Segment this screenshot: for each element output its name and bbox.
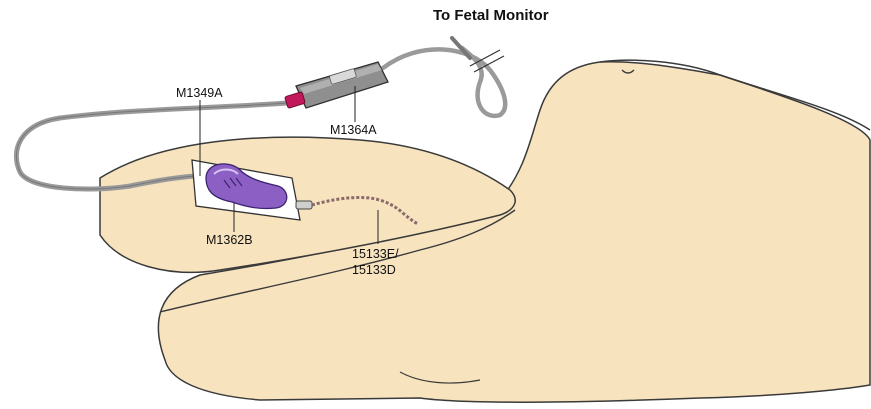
- label-15133e: 15133E/: [352, 247, 399, 261]
- connector-pink: [285, 92, 306, 109]
- adapter-m1364a: [296, 62, 388, 108]
- pad-connector: [296, 201, 312, 209]
- label-m1349a: M1349A: [176, 86, 223, 100]
- cable-end: [452, 38, 470, 58]
- label-m1364a: M1364A: [330, 123, 377, 137]
- cable-to-monitor: [383, 48, 505, 116]
- label-m1362b: M1362B: [206, 233, 253, 247]
- label-15133d: 15133D: [352, 263, 396, 277]
- title-to-fetal-monitor: To Fetal Monitor: [433, 7, 549, 24]
